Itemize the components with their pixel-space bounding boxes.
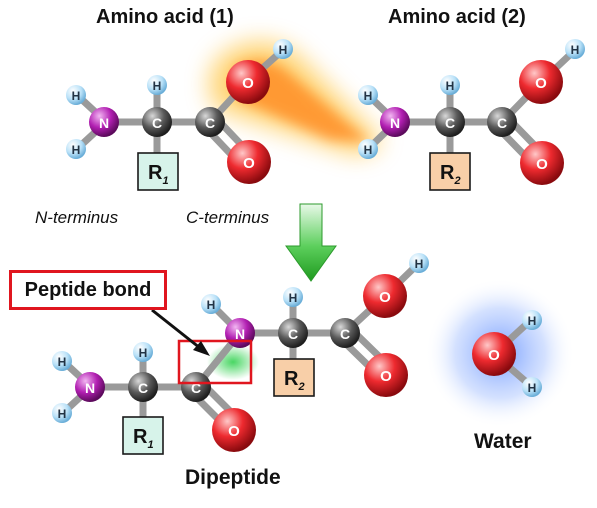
nitrogen-atom: N <box>380 107 410 137</box>
svg-text:O: O <box>536 156 548 173</box>
nitrogen-atom: N <box>89 107 119 137</box>
nitrogen-atom: N <box>75 372 105 402</box>
hydrogen-atom: H <box>147 75 167 95</box>
peptide-bond-label: Peptide bond <box>9 270 167 310</box>
svg-text:H: H <box>415 257 424 271</box>
svg-text:N: N <box>99 115 109 131</box>
svg-text:H: H <box>528 314 537 328</box>
hydrogen-atom: H <box>66 139 86 159</box>
hydrogen-atom: H <box>358 139 378 159</box>
n-terminus-label: N-terminus <box>35 208 119 227</box>
svg-text:H: H <box>72 89 81 103</box>
carbon-atom: C <box>435 107 465 137</box>
svg-text:O: O <box>242 75 254 92</box>
oxygen-atom: O <box>472 332 516 376</box>
svg-text:O: O <box>535 75 547 92</box>
svg-text:H: H <box>58 355 67 369</box>
svg-text:C: C <box>445 115 455 131</box>
svg-text:H: H <box>289 291 298 305</box>
svg-text:H: H <box>571 43 580 57</box>
svg-text:C: C <box>205 115 215 131</box>
svg-text:O: O <box>379 289 391 306</box>
svg-text:H: H <box>446 79 455 93</box>
hydrogen-atom: H <box>52 351 72 371</box>
oxygen-atom: O <box>227 140 271 184</box>
hydrogen-atom: H <box>133 342 153 362</box>
hydrogen-atom: H <box>273 39 293 59</box>
r2-group-top: R2 <box>429 152 471 191</box>
hydrogen-atom: H <box>283 287 303 307</box>
svg-text:N: N <box>390 115 400 131</box>
amino-acid-2-title: Amino acid (2) <box>388 6 526 28</box>
svg-text:H: H <box>528 381 537 395</box>
svg-text:R1: R1 <box>133 426 154 451</box>
hydrogen-atom: H <box>522 377 542 397</box>
svg-text:H: H <box>58 407 67 421</box>
oxygen-atom: O <box>363 274 407 318</box>
hydrogen-atom: H <box>66 85 86 105</box>
hydrogen-atom: H <box>522 310 542 330</box>
carbon-atom: C <box>330 318 360 348</box>
svg-text:O: O <box>243 155 255 172</box>
peptide-bond-highlight <box>177 339 253 385</box>
carbon-atom: C <box>487 107 517 137</box>
carbon-atom: C <box>181 372 211 402</box>
svg-text:O: O <box>380 368 392 385</box>
svg-text:N: N <box>85 380 95 396</box>
reaction-arrow-icon <box>285 203 337 282</box>
r1-group-top: R1 <box>137 152 179 191</box>
atoms-dipeptide: H H N H C C O H N H C C O H O <box>52 253 429 452</box>
dipeptide-label: Dipeptide <box>185 466 281 489</box>
svg-text:R2: R2 <box>284 368 305 393</box>
atoms-amino-acid-2: H H N H C C O H O <box>358 39 585 185</box>
svg-text:C: C <box>340 326 350 342</box>
svg-text:H: H <box>364 89 373 103</box>
svg-text:C: C <box>497 115 507 131</box>
svg-text:O: O <box>228 423 240 440</box>
svg-text:C: C <box>288 326 298 342</box>
hydrogen-atom: H <box>52 403 72 423</box>
svg-text:R2: R2 <box>440 162 461 187</box>
oxygen-atom: O <box>520 141 564 185</box>
oxygen-atom: O <box>364 353 408 397</box>
carbon-atom: C <box>278 318 308 348</box>
svg-text:R1: R1 <box>148 162 169 187</box>
svg-text:C: C <box>152 115 162 131</box>
c-terminus-label: C-terminus <box>186 208 270 227</box>
atoms-amino-acid-1: H H N H C C O H O <box>66 39 293 184</box>
carbon-atom: C <box>128 372 158 402</box>
hydrogen-atom: H <box>201 294 221 314</box>
oxygen-atom: O <box>226 60 270 104</box>
carbon-atom: C <box>195 107 225 137</box>
svg-text:H: H <box>364 143 373 157</box>
svg-text:H: H <box>279 43 288 57</box>
r2-group-dipeptide: R2 <box>273 358 315 397</box>
oxygen-atom: O <box>519 60 563 104</box>
svg-text:C: C <box>138 380 148 396</box>
carbon-atom: C <box>142 107 172 137</box>
svg-text:C: C <box>191 380 201 396</box>
water-label: Water <box>474 430 532 453</box>
svg-text:H: H <box>139 346 148 360</box>
oxygen-atom: O <box>212 408 256 452</box>
svg-text:O: O <box>488 347 500 364</box>
hydrogen-atom: H <box>440 75 460 95</box>
svg-text:H: H <box>153 79 162 93</box>
svg-text:H: H <box>207 298 216 312</box>
peptide-bond-pointer-arrow <box>151 308 210 356</box>
amino-acid-1-title: Amino acid (1) <box>96 6 234 28</box>
r1-group-dipeptide: R1 <box>122 416 164 455</box>
hydrogen-atom: H <box>565 39 585 59</box>
hydrogen-atom: H <box>358 85 378 105</box>
water-molecule: O H H <box>472 310 542 397</box>
svg-text:N: N <box>235 326 245 342</box>
hydrogen-atom: H <box>409 253 429 273</box>
svg-text:H: H <box>72 143 81 157</box>
